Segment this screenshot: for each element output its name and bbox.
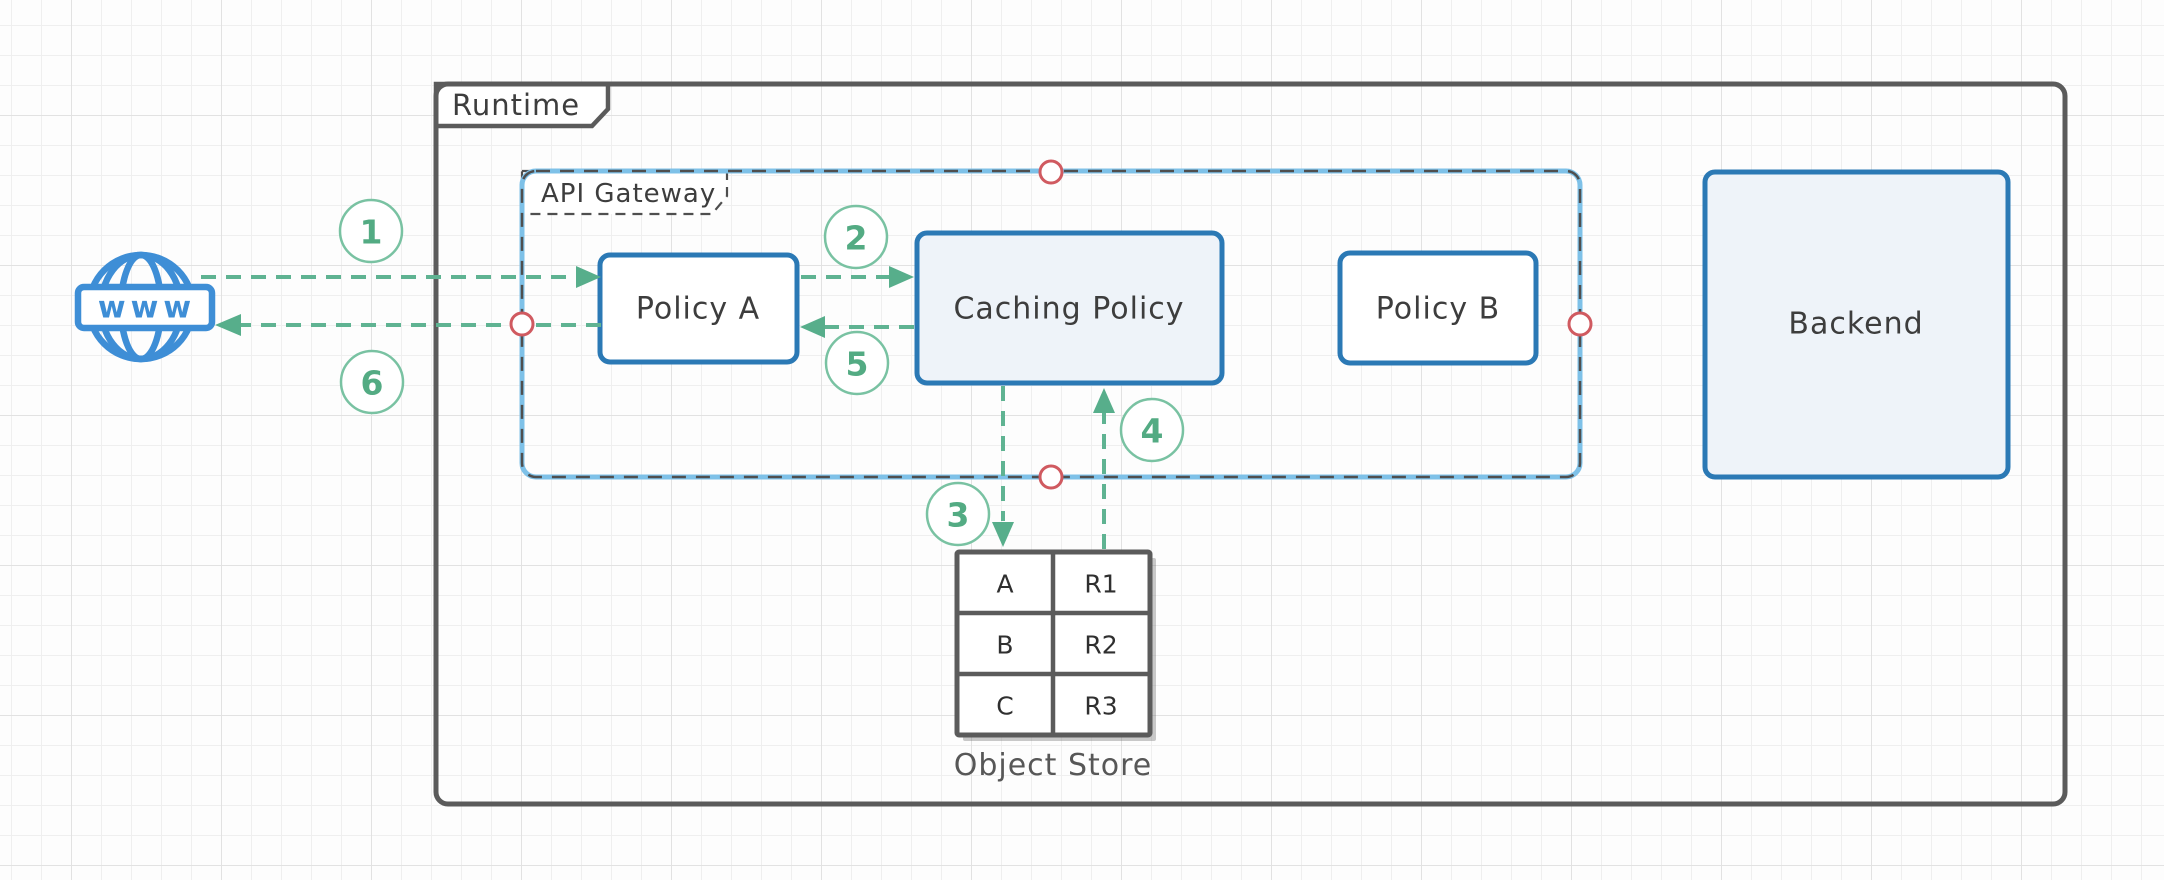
node-policy-a[interactable]: Policy A bbox=[597, 252, 800, 365]
connection-point-right[interactable] bbox=[1567, 311, 1593, 337]
store-cell-key-3: C bbox=[996, 692, 1013, 721]
policy-b-label: Policy B bbox=[1376, 292, 1500, 327]
connection-point-bottom[interactable] bbox=[1038, 464, 1064, 490]
flow-arrow-6-policy-a-to-www[interactable] bbox=[215, 314, 601, 336]
svg-text:3: 3 bbox=[947, 496, 970, 535]
arrowhead-right-icon bbox=[576, 266, 601, 288]
node-policy-b[interactable]: Policy B bbox=[1337, 250, 1539, 366]
www-label: www bbox=[98, 291, 196, 326]
node-backend[interactable]: Backend bbox=[1702, 169, 2011, 480]
globe-banner bbox=[74, 283, 216, 332]
svg-text:1: 1 bbox=[360, 213, 383, 252]
flow-arrow-1-www-to-policy-a[interactable] bbox=[201, 266, 601, 288]
flow-arrow-2-policy-a-to-caching[interactable] bbox=[801, 266, 914, 288]
runtime-box[interactable] bbox=[433, 81, 2068, 807]
connection-point-top[interactable] bbox=[1038, 159, 1064, 185]
node-www[interactable]: www bbox=[74, 251, 216, 363]
svg-text:6: 6 bbox=[361, 364, 384, 403]
object-store[interactable]: A R1 B R2 C R3 Object Store bbox=[954, 549, 1156, 783]
step-badge-3[interactable]: 3 bbox=[925, 481, 991, 547]
svg-text:2: 2 bbox=[845, 219, 868, 258]
node-caching-policy[interactable]: Caching Policy bbox=[914, 230, 1225, 386]
api-gateway-label: API Gateway bbox=[541, 179, 716, 209]
backend-label: Backend bbox=[1788, 307, 1923, 342]
step-badge-1[interactable]: 1 bbox=[338, 198, 404, 264]
arrowhead-left-icon bbox=[215, 314, 241, 336]
svg-text:5: 5 bbox=[846, 345, 869, 384]
runtime-label: Runtime bbox=[452, 88, 580, 122]
step-badge-5[interactable]: 5 bbox=[824, 330, 890, 396]
arrowhead-left-icon bbox=[800, 316, 825, 338]
policy-a-label: Policy A bbox=[636, 292, 760, 327]
flow-arrow-5-caching-to-policy-a[interactable] bbox=[800, 316, 914, 338]
runtime-container[interactable]: Runtime bbox=[433, 81, 2068, 807]
store-cell-val-1: R1 bbox=[1084, 570, 1117, 599]
arrowhead-right-icon bbox=[889, 266, 914, 288]
store-cell-val-3: R3 bbox=[1084, 692, 1117, 721]
store-cell-val-2: R2 bbox=[1084, 631, 1117, 660]
flow-arrow-3-caching-to-store[interactable] bbox=[992, 386, 1014, 547]
step-badge-4[interactable]: 4 bbox=[1119, 397, 1185, 463]
connection-point-left[interactable] bbox=[509, 311, 535, 337]
step-badge-2[interactable]: 2 bbox=[823, 204, 889, 270]
svg-text:4: 4 bbox=[1141, 412, 1164, 451]
object-store-label: Object Store bbox=[954, 748, 1153, 783]
step-badge-6[interactable]: 6 bbox=[339, 349, 405, 415]
caching-policy-label: Caching Policy bbox=[953, 292, 1184, 327]
store-cell-key-1: A bbox=[996, 570, 1013, 599]
store-cell-key-2: B bbox=[996, 631, 1013, 660]
arrowhead-up-icon bbox=[1093, 388, 1115, 413]
arrowhead-down-icon bbox=[992, 522, 1014, 547]
flow-arrow-4-store-to-caching[interactable] bbox=[1093, 388, 1115, 549]
